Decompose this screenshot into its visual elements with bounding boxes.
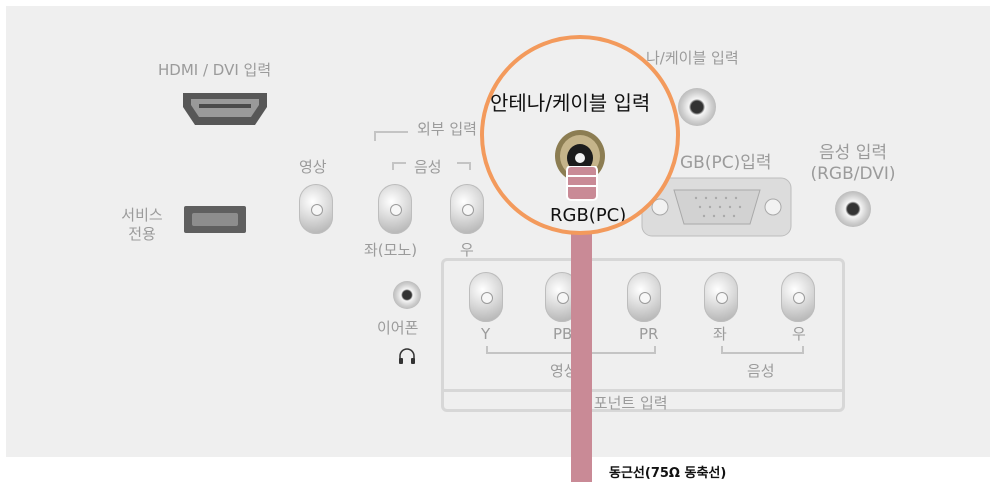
component-audio-bracket [721,346,804,354]
component-audio-label: 음성 [747,362,775,380]
component-pr-jack[interactable] [627,272,661,322]
hdmi-dvi-label: HDMI / DVI 입력 [158,61,272,79]
callout-title: 안테나/케이블 입력 [490,91,651,115]
rgb-pc-label-partial: GB(PC)입력 [680,153,772,173]
antenna-jack-behind [678,88,716,126]
service-label-line2: 전용 [128,225,156,243]
external-input-label: 외부 입력 [417,120,477,138]
component-video-label: 영상 [550,362,578,380]
service-label-line1: 서비스 [121,206,163,224]
hdmi-port [183,93,267,125]
audio-input-jack[interactable] [835,191,871,227]
component-input-title: 컴포넌트 입력 [580,394,668,412]
coaxial-cable [571,180,592,482]
cable-caption: 동근선(75Ω 동축선) [609,466,727,481]
cable-plug [566,166,598,201]
audio-bracket-right [457,162,471,170]
component-pr-label: PR [639,325,659,343]
earphone-jack[interactable] [393,281,421,309]
audio-label: 음성 [414,158,442,176]
left-mono-label: 좌(모노) [364,241,418,259]
antenna-label-partial: 나/케이블 입력 [646,49,739,67]
audio-left-jack[interactable] [378,184,412,234]
component-right-label: 우 [792,325,806,343]
video-label: 영상 [299,158,327,176]
external-input-bracket [374,131,408,141]
component-audio-right-jack[interactable] [781,272,815,322]
component-y-label: Y [481,325,491,343]
audio-bracket [392,162,406,170]
video-jack[interactable] [299,184,333,234]
antenna-callout: 안테나/케이블 입력 RGB(PC) [480,35,680,235]
audio-input-label-line2: (RGB/DVI) [810,164,896,184]
component-left-label: 좌 [713,325,727,343]
audio-input-label-line1: 음성 입력 [819,143,887,163]
component-input-panel [441,258,845,412]
headphone-icon [399,348,415,364]
right-label: 우 [460,241,474,259]
service-port [184,206,246,233]
audio-right-jack[interactable] [450,184,484,234]
component-pb-label: PB [553,325,573,343]
earphone-label: 이어폰 [377,319,419,337]
callout-rgb-pc-text: RGB(PC) [550,205,627,226]
component-divider [444,389,842,392]
rgb-pc-port[interactable] [640,176,793,238]
component-audio-left-jack[interactable] [704,272,738,322]
component-y-jack[interactable] [469,272,503,322]
